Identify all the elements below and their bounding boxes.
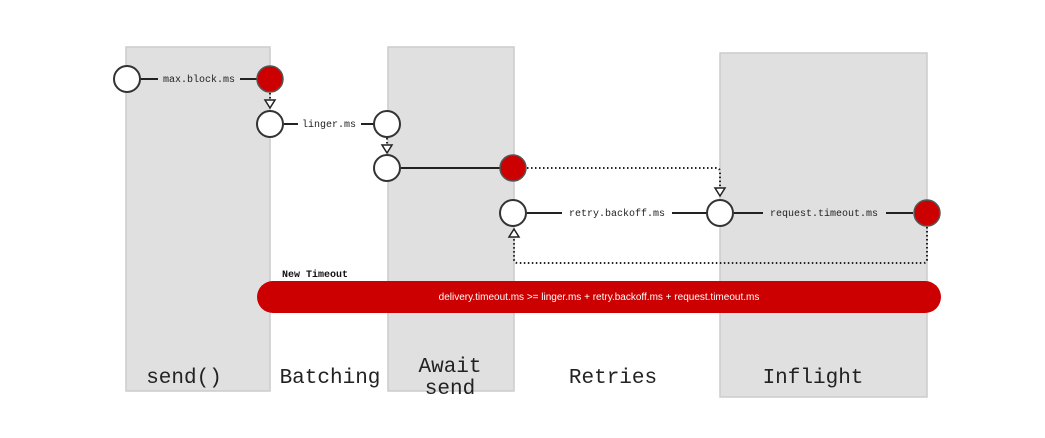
retry-backoff-label: retry.backoff.ms bbox=[569, 208, 665, 220]
zone-send bbox=[125, 46, 271, 392]
zone-label-await-line2: send bbox=[425, 378, 475, 401]
new-timeout-caption: New Timeout bbox=[282, 269, 348, 281]
arrowhead-await-start bbox=[380, 144, 394, 155]
zone-label-retries: Retries bbox=[569, 367, 657, 390]
zone-await-send bbox=[387, 46, 515, 392]
request-timeout-node bbox=[913, 199, 941, 227]
retry-start-node bbox=[499, 199, 527, 227]
zone-label-batching: Batching bbox=[280, 367, 381, 390]
arrowhead-linger-start bbox=[263, 99, 277, 110]
linger-label: linger.ms bbox=[302, 119, 356, 131]
zone-label-await-line1: Await bbox=[418, 356, 481, 379]
linger-end-node bbox=[373, 110, 401, 138]
arrowhead-inflight-start bbox=[713, 187, 727, 198]
delivery-timeout-formula: delivery.timeout.ms >= linger.ms + retry… bbox=[439, 292, 760, 303]
arrowhead-retry-start bbox=[507, 227, 521, 238]
max-block-label: max.block.ms bbox=[163, 74, 235, 86]
zone-inflight bbox=[719, 52, 928, 398]
delivery-timeout-banner bbox=[257, 281, 941, 313]
await-send-end-node bbox=[499, 154, 527, 182]
max-block-timeout-node bbox=[256, 65, 284, 93]
dotted-to-inflight bbox=[527, 167, 721, 188]
send-start-node bbox=[113, 65, 141, 93]
inflight-start-node bbox=[706, 199, 734, 227]
linger-start-node bbox=[256, 110, 284, 138]
zone-label-inflight: Inflight bbox=[763, 367, 864, 390]
dotted-retry-loop bbox=[513, 227, 928, 264]
await-send-start-node bbox=[373, 154, 401, 182]
zone-label-send: send() bbox=[146, 367, 222, 390]
request-timeout-label: request.timeout.ms bbox=[770, 208, 878, 220]
